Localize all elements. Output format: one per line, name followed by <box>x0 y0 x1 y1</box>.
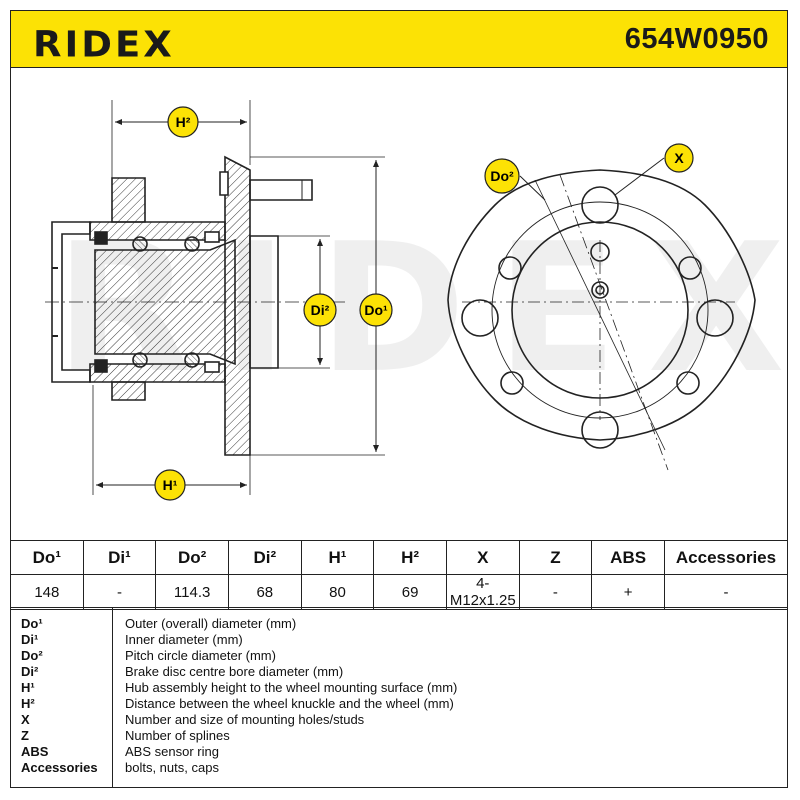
legend-key: Z <box>21 728 29 743</box>
legend-row: Do² Pitch circle diameter (mm) <box>11 648 787 664</box>
label-di2: Di² <box>311 302 330 318</box>
legend-desc: Distance between the wheel knuckle and t… <box>125 696 454 711</box>
dimension-labels: H² H¹ Di² Do¹ Do² X <box>154 106 694 501</box>
spec-header-cell: H² <box>373 540 447 575</box>
header-bar: RIDEX 654W0950 <box>10 10 788 68</box>
legend-key: ABS <box>21 744 49 759</box>
legend-desc: Hub assembly height to the wheel mountin… <box>125 680 458 695</box>
legend-row: Di¹ Inner diameter (mm) <box>11 632 787 648</box>
legend-desc: Inner diameter (mm) <box>125 632 243 647</box>
spec-header-cell: X <box>445 540 520 575</box>
technical-drawing-area <box>10 68 788 540</box>
legend-row: H¹ Hub assembly height to the wheel moun… <box>11 680 787 696</box>
label-do1: Do¹ <box>364 302 388 318</box>
label-do2: Do² <box>490 168 514 184</box>
label-h1: H¹ <box>163 477 178 493</box>
spec-value-cell: - <box>518 574 593 610</box>
legend-row: X Number and size of mounting holes/stud… <box>11 712 787 728</box>
legend-desc: Outer (overall) diameter (mm) <box>125 616 297 631</box>
spec-header-cell: Do¹ <box>10 540 84 575</box>
spec-header-cell: H¹ <box>300 540 375 575</box>
legend-desc: Number of splines <box>125 728 230 743</box>
legend-desc: ABS sensor ring <box>125 744 219 759</box>
legend-key: Di² <box>21 664 39 679</box>
spec-header-row: Do¹ Di¹ Do² Di² H¹ H² X Z ABS Accessorie… <box>10 540 788 575</box>
part-number: 654W0950 <box>624 23 769 55</box>
hub-front-view <box>447 157 756 471</box>
spec-value-cell: 69 <box>373 574 447 610</box>
spec-value-cell: 80 <box>300 574 375 610</box>
legend-row: H² Distance between the wheel knuckle an… <box>11 696 787 712</box>
spec-value-cell: 4-M12x1.25 <box>445 574 520 610</box>
label-x: X <box>674 150 684 166</box>
legend-key: H² <box>21 696 35 711</box>
spec-value-row: 148 - 114.3 68 80 69 4-M12x1.25 - + - <box>10 574 788 610</box>
label-h2: H² <box>176 114 191 130</box>
legend-divider <box>112 608 113 787</box>
legend-row: Do¹ Outer (overall) diameter (mm) <box>11 616 787 632</box>
spec-value-cell: - <box>664 574 788 610</box>
legend-key: X <box>21 712 30 727</box>
legend-box: Do¹ Outer (overall) diameter (mm) Di¹ In… <box>10 607 788 788</box>
legend-key: Do² <box>21 648 43 663</box>
legend-desc: bolts, nuts, caps <box>125 760 219 775</box>
spec-header-cell: Di² <box>227 540 302 575</box>
spec-header-cell: Do² <box>155 540 229 575</box>
spec-value-cell: 68 <box>227 574 302 610</box>
legend-row: Di² Brake disc centre bore diameter (mm) <box>11 664 787 680</box>
legend-key: H¹ <box>21 680 35 695</box>
spec-header-cell: Di¹ <box>82 540 157 575</box>
brand-logo: RIDEX <box>33 24 175 65</box>
spec-header-cell: ABS <box>591 540 665 575</box>
legend-key: Do¹ <box>21 616 43 631</box>
spec-value-cell: - <box>82 574 157 610</box>
spec-header-cell: Z <box>518 540 593 575</box>
spec-header-cell: Accessories <box>664 540 788 575</box>
spec-table: Do¹ Di¹ Do² Di² H¹ H² X Z ABS Accessorie… <box>10 540 788 610</box>
hub-technical-drawing: H² H¹ Di² Do¹ Do² X <box>45 100 756 501</box>
spec-value-cell: + <box>591 574 665 610</box>
spec-value-cell: 114.3 <box>155 574 229 610</box>
legend-row: Z Number of splines <box>11 728 787 744</box>
legend-key: Accessories <box>21 760 98 775</box>
spec-value-cell: 148 <box>10 574 84 610</box>
legend-desc: Pitch circle diameter (mm) <box>125 648 276 663</box>
legend-desc: Brake disc centre bore diameter (mm) <box>125 664 344 679</box>
hub-side-section <box>45 155 345 456</box>
legend-key: Di¹ <box>21 632 39 647</box>
legend-row: ABS ABS sensor ring <box>11 744 787 760</box>
legend-row: Accessories bolts, nuts, caps <box>11 760 787 776</box>
legend-desc: Number and size of mounting holes/studs <box>125 712 365 727</box>
